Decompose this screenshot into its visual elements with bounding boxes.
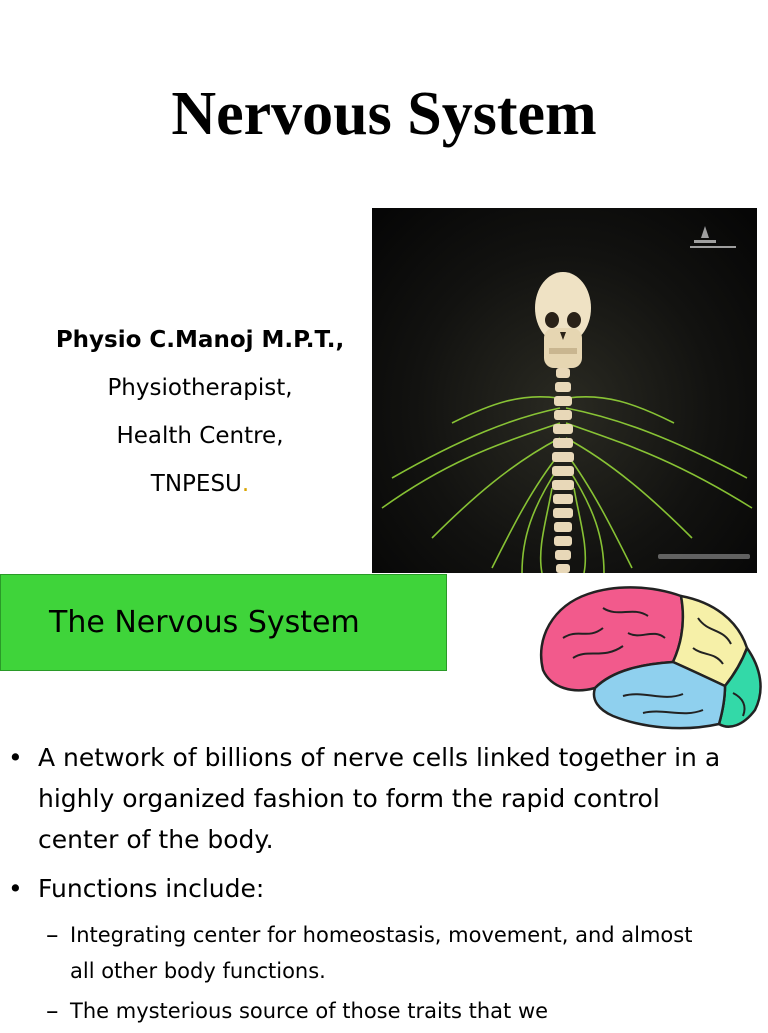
nerve-network xyxy=(381,395,753,573)
list-item: • Functions include: xyxy=(0,868,768,909)
watermark-logo-icon xyxy=(690,226,736,248)
sub-list-item: – The mysterious source of those traits … xyxy=(0,993,768,1029)
watermark-url xyxy=(658,554,750,559)
brain-temporal-lobe xyxy=(592,660,727,730)
bullet-list: • A network of billions of nerve cells l… xyxy=(0,737,768,1033)
skeleton-nerves-image xyxy=(372,208,757,573)
author-org: TNPESU xyxy=(150,471,242,497)
skeleton-illustration xyxy=(381,226,753,573)
dash-icon: – xyxy=(46,920,59,949)
bullet-dot-icon: • xyxy=(8,874,23,903)
section-banner: The Nervous System xyxy=(0,574,447,671)
author-name: Physio C.Manoj M.P.T., xyxy=(55,327,345,353)
author-place: Health Centre, xyxy=(116,423,284,449)
bullet-dot-icon: • xyxy=(8,743,23,772)
list-item-text: A network of billions of nerve cells lin… xyxy=(38,743,721,854)
list-item: • A network of billions of nerve cells l… xyxy=(0,737,768,860)
banner-label: The Nervous System xyxy=(49,605,360,640)
list-item-text: Functions include: xyxy=(38,874,265,903)
brain-icon xyxy=(539,586,762,730)
sub-list-item-text: The mysterious source of those traits th… xyxy=(70,999,549,1023)
author-role: Physiotherapist, xyxy=(107,375,293,401)
author-block: Physio C.Manoj M.P.T., Physiotherapist, … xyxy=(30,316,370,508)
sub-list-item-text: Integrating center for homeostasis, move… xyxy=(70,923,693,983)
author-org-line: TNPESU. xyxy=(30,460,370,508)
spine xyxy=(552,368,574,573)
dash-icon: – xyxy=(46,996,59,1025)
brain-folds xyxy=(562,607,746,717)
slide-title: Nervous System xyxy=(171,80,597,148)
author-org-dot: . xyxy=(241,471,250,497)
skull xyxy=(535,272,591,368)
sub-list-item: – Integrating center for homeostasis, mo… xyxy=(0,917,768,989)
